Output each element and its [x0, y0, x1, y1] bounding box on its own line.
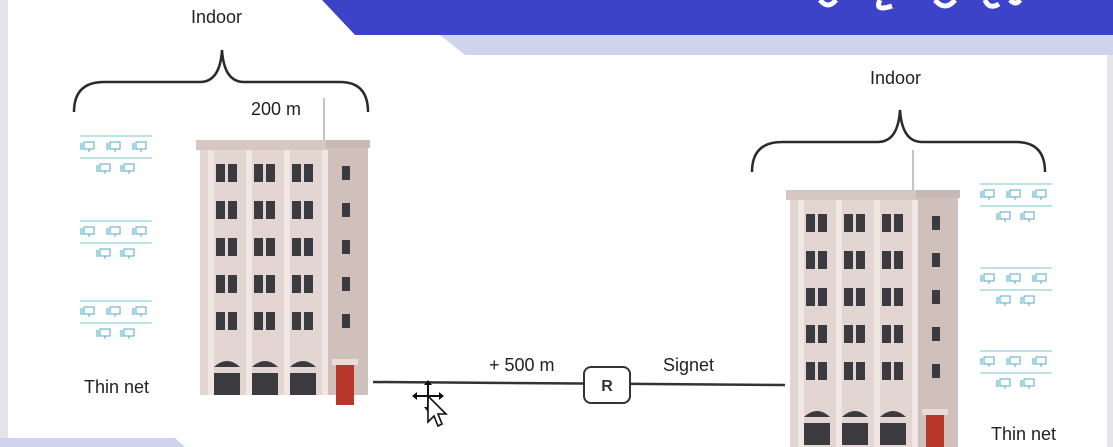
signet-cable [372, 380, 786, 387]
distance-500-label: + 500 m [489, 355, 555, 375]
indoor-right-brace [750, 109, 1047, 173]
thin-net-right-label: Thin net [991, 424, 1057, 444]
repeater-label: R [601, 378, 613, 395]
distance-200-label: 200 m [251, 99, 302, 119]
indoor-left-brace [72, 49, 370, 113]
move-cursor-icon [412, 380, 448, 428]
title-banner [322, 0, 1113, 55]
signet-label: Signet [663, 355, 715, 375]
repeater-icon[interactable]: R [583, 366, 631, 404]
thin-net-lans-right [980, 183, 1052, 389]
left-window-edge [0, 0, 8, 447]
building-right [786, 190, 960, 447]
building-left [196, 140, 370, 405]
footer-strip [0, 438, 185, 447]
thin-net-lans-left [80, 135, 152, 339]
right-window-edge [1107, 0, 1113, 447]
thin-net-left-label: Thin net [84, 377, 150, 397]
indoor-left-label: Indoor [191, 7, 243, 27]
indoor-right-label: Indoor [870, 68, 922, 88]
